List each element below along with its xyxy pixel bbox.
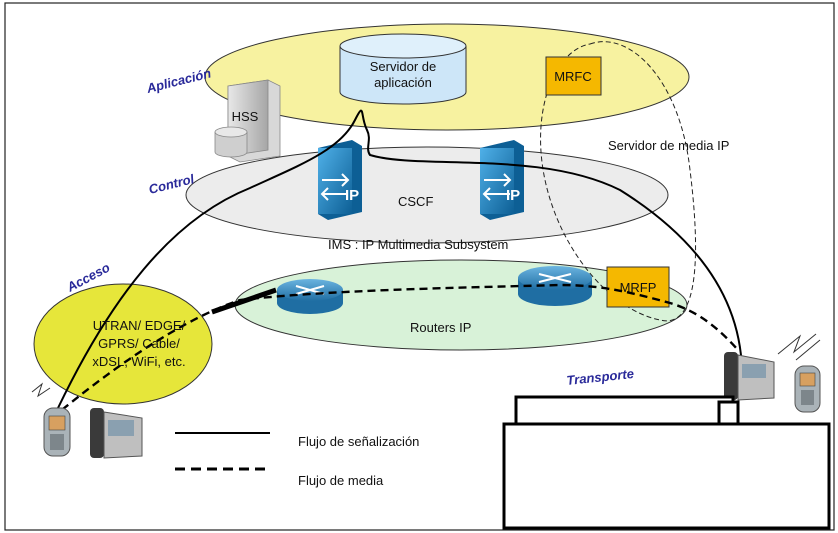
layer-label-transporte: Transporte <box>566 366 635 388</box>
control-layer-ellipse <box>185 146 669 244</box>
media-server-label: Servidor de media IP <box>608 138 729 153</box>
hss-label: HSS <box>232 109 259 124</box>
media-flow-line <box>51 283 739 419</box>
legend-signaling-label: Flujo de señalización <box>298 434 419 449</box>
media-server-boundary <box>540 41 697 322</box>
sip-switch-right-icon <box>480 140 524 220</box>
overlay-box-top <box>514 395 735 426</box>
access-network-ellipse <box>33 283 213 405</box>
desk-phone-left-icon <box>90 408 143 459</box>
wireless-signal-left-icon <box>31 382 51 398</box>
access-label-line2: GPRS/ Cable/ <box>98 336 180 351</box>
desk-phone-right-icon <box>724 352 775 401</box>
application-server-cylinder <box>339 33 467 105</box>
mrfp-label: MRFP <box>620 280 657 295</box>
overlay-box-bottom <box>502 422 831 530</box>
legend-media-label: Flujo de media <box>298 473 384 488</box>
layer-label-aplicacion: Aplicación <box>144 65 212 96</box>
wireless-signal-right-icon <box>777 333 821 361</box>
mobile-phone-left-icon <box>43 407 71 457</box>
sip-right-label: IP <box>506 187 520 204</box>
ims-label: IMS : IP Multimedia Subsystem <box>328 237 508 252</box>
access-label-line1: UTRAN/ EDGE/ <box>93 318 186 333</box>
router-left-icon <box>277 279 343 314</box>
mobile-phone-right-icon <box>794 365 821 413</box>
signaling-flow-line <box>57 109 743 409</box>
hss-server-icon <box>214 79 281 163</box>
cscf-label: CSCF <box>398 194 433 209</box>
router-right-icon <box>518 266 592 306</box>
application-server-label-line1: Servidor de <box>370 59 436 74</box>
mrfc-box <box>545 56 602 96</box>
sip-switch-left-icon <box>318 140 362 220</box>
routers-ip-label: Routers IP <box>410 320 471 335</box>
outer-frame <box>4 2 835 531</box>
application-server-label-line2: aplicación <box>374 75 432 90</box>
mrfc-label: MRFC <box>554 69 592 84</box>
access-label-line3: xDSL, WiFi, etc. <box>92 354 185 369</box>
access-to-router-link <box>211 287 277 315</box>
sip-left-label: IP <box>345 187 359 204</box>
